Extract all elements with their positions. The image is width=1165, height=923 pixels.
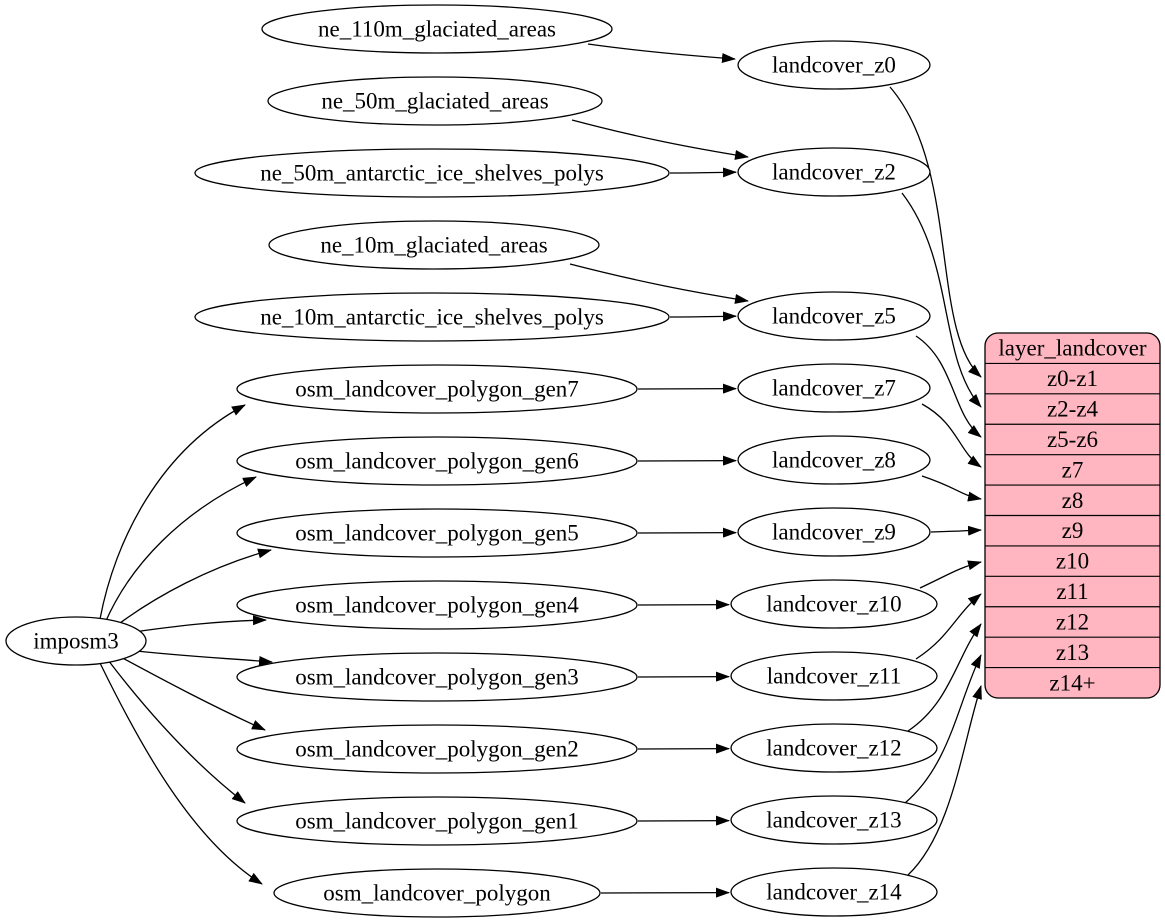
record-row-z0-z1: z0-z1 [1047,366,1098,391]
edge-imposm3-to-osm_landcover_polygon_gen3 [126,649,273,666]
node-label-osm_landcover_polygon_gen3: osm_landcover_polygon_gen3 [295,665,579,690]
node-label-landcover_z9: landcover_z9 [772,520,896,545]
record-row-z2-z4: z2-z4 [1047,397,1099,422]
node-label-osm_landcover_polygon_gen2: osm_landcover_polygon_gen2 [295,737,579,762]
node-osm_landcover_polygon_gen3: osm_landcover_polygon_gen3 [236,652,638,702]
record-row-z10: z10 [1056,549,1089,574]
record-row-z12: z12 [1056,609,1089,634]
node-osm_landcover_polygon_gen7: osm_landcover_polygon_gen7 [236,364,638,414]
node-label-osm_landcover_polygon: osm_landcover_polygon [323,881,551,906]
node-ne_50m_antarctic_ice_shelves_polys: ne_50m_antarctic_ice_shelves_polys [194,148,670,198]
nodes-layer: imposm3 ne_110m_glaciated_areas ne_50m_gla… [5,4,938,918]
node-osm_landcover_polygon: osm_landcover_polygon [273,868,601,918]
node-label-osm_landcover_polygon_gen7: osm_landcover_polygon_gen7 [295,377,579,402]
node-ne_50m_glaciated_areas: ne_50m_glaciated_areas [267,76,603,126]
edge-ne_50m_antarctic_ice_shelves_polys-to-landcover_z2 [669,167,737,178]
node-label-ne_50m_glaciated_areas: ne_50m_glaciated_areas [321,89,548,114]
node-label-landcover_z13: landcover_z13 [766,808,901,833]
edge-ne_10m_antarctic_ice_shelves_polys-to-landcover_z5 [669,311,737,322]
node-label-ne_110m_glaciated_areas: ne_110m_glaciated_areas [318,17,556,42]
edge-landcover_z9-to-layer_landcover.z9 [930,525,982,536]
record-row-z8: z8 [1062,488,1084,513]
edge-ne_110m_glaciated_areas-to-landcover_z0 [587,43,736,64]
record-row-z5-z6: z5-z6 [1047,427,1098,452]
edge-ne_10m_glaciated_areas-to-landcover_z5 [569,263,749,304]
node-label-ne_10m_antarctic_ice_shelves_polys: ne_10m_antarctic_ice_shelves_polys [260,305,604,330]
node-label-osm_landcover_polygon_gen1: osm_landcover_polygon_gen1 [295,809,579,834]
edge-landcover_z8-to-layer_landcover.z8 [921,475,982,502]
node-landcover_z8: landcover_z8 [737,435,931,485]
edge-landcover_z14-to-layer_landcover.z14+ [907,685,982,876]
node-landcover_z12: landcover_z12 [730,723,938,773]
edge-landcover_z10-to-layer_landcover.z10 [919,560,982,589]
node-label-landcover_z12: landcover_z12 [766,736,901,761]
node-imposm3: imposm3 [5,616,147,666]
node-osm_landcover_polygon_gen5: osm_landcover_polygon_gen5 [236,508,638,558]
record-layer_landcover: layer_landcover z0-z1 z2-z4 z5-z6 z7 z8 z9 z10 z… [984,332,1161,699]
edge-landcover_z13-to-layer_landcover.z13 [904,654,982,804]
edge-landcover_z11-to-layer_landcover.z11 [915,593,982,660]
edge-imposm3-to-osm_landcover_polygon_gen4 [126,615,267,634]
node-osm_landcover_polygon_gen1: osm_landcover_polygon_gen1 [236,796,638,846]
edge-imposm3-to-osm_landcover_polygon_gen7 [99,404,246,620]
node-osm_landcover_polygon_gen2: osm_landcover_polygon_gen2 [236,724,638,774]
node-ne_110m_glaciated_areas: ne_110m_glaciated_areas [261,4,613,54]
record-row-z7: z7 [1062,457,1084,482]
node-label-landcover_z8: landcover_z8 [772,448,896,473]
node-ne_10m_glaciated_areas: ne_10m_glaciated_areas [268,220,600,270]
node-landcover_z7: landcover_z7 [737,363,931,413]
edge-landcover_z2-to-layer_landcover.z2-z4 [901,192,982,408]
node-label-landcover_z5: landcover_z5 [772,304,896,329]
node-landcover_z2: landcover_z2 [737,147,931,197]
record-row-z9: z9 [1062,518,1084,543]
node-landcover_z10: landcover_z10 [730,579,938,629]
node-landcover_z0: landcover_z0 [737,40,931,90]
edge-landcover_z5-to-layer_landcover.z5-z6 [915,335,982,438]
edge-ne_50m_glaciated_areas-to-landcover_z2 [571,119,749,160]
edge-landcover_z0-to-layer_landcover.z0-z1 [889,86,982,378]
node-label-imposm3: imposm3 [33,629,119,654]
node-label-landcover_z7: landcover_z7 [772,376,896,401]
edge-landcover_z7-to-layer_landcover.z7 [921,403,982,468]
node-label-ne_50m_antarctic_ice_shelves_polys: ne_50m_antarctic_ice_shelves_polys [260,161,604,186]
node-landcover_z9: landcover_z9 [737,507,931,557]
record-row-z13: z13 [1056,640,1089,665]
node-ne_10m_antarctic_ice_shelves_polys: ne_10m_antarctic_ice_shelves_polys [194,292,670,342]
node-landcover_z11: landcover_z11 [730,651,938,701]
edge-landcover_z12-to-layer_landcover.z12 [907,623,982,732]
edges-layer [99,43,982,898]
node-osm_landcover_polygon_gen4: osm_landcover_polygon_gen4 [236,580,638,630]
edge-imposm3-to-osm_landcover_polygon_gen5 [111,548,272,630]
edge-imposm3-to-osm_landcover_polygon_gen1 [107,659,246,804]
node-label-osm_landcover_polygon_gen5: osm_landcover_polygon_gen5 [295,521,579,546]
edge-imposm3-to-osm_landcover_polygon_gen6 [104,476,257,624]
edge-imposm3-to-osm_landcover_polygon_gen2 [116,654,266,731]
node-landcover_z13: landcover_z13 [730,795,938,845]
edge-imposm3-to-osm_landcover_polygon [99,662,263,885]
node-landcover_z14: landcover_z14 [730,867,938,917]
record-title: layer_landcover [998,336,1146,361]
node-label-osm_landcover_polygon_gen6: osm_landcover_polygon_gen6 [295,449,579,474]
node-label-landcover_z11: landcover_z11 [767,664,902,689]
record-row-z11: z11 [1056,579,1088,604]
node-label-landcover_z14: landcover_z14 [766,880,902,905]
node-label-landcover_z0: landcover_z0 [772,53,896,78]
node-osm_landcover_polygon_gen6: osm_landcover_polygon_gen6 [236,436,638,486]
node-label-landcover_z10: landcover_z10 [766,592,901,617]
record-layer: layer_landcover z0-z1 z2-z4 z5-z6 z7 z8 z9 z10 z… [984,332,1161,699]
record-row-z14+: z14+ [1049,670,1095,695]
node-label-osm_landcover_polygon_gen4: osm_landcover_polygon_gen4 [295,593,579,618]
node-landcover_z5: landcover_z5 [737,291,931,341]
node-label-ne_10m_glaciated_areas: ne_10m_glaciated_areas [320,233,547,258]
node-label-landcover_z2: landcover_z2 [772,160,896,185]
